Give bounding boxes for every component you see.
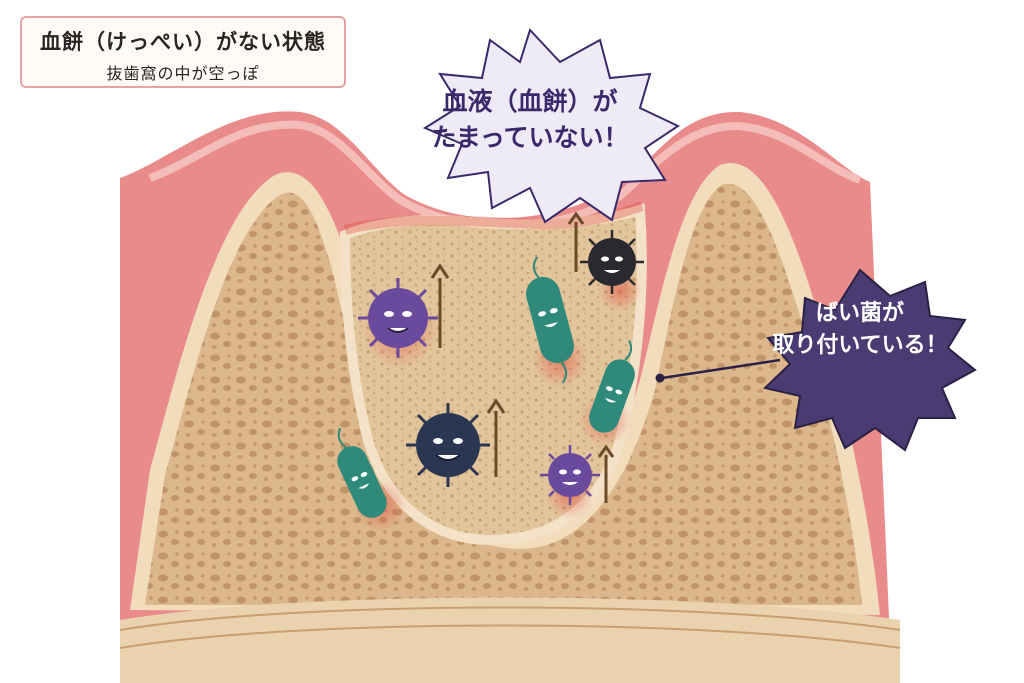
bacillus-2 [589, 339, 635, 433]
bone-base-line-2 [119, 624, 901, 649]
bacteria-callout-line2: 取り付いている！ [772, 332, 948, 358]
title-heading: 血餅（けっぺい）がない状態 [40, 30, 326, 54]
blood-callout-line1: 血液（血餅）が [442, 87, 618, 116]
bacillus-1 [526, 256, 574, 384]
bone-cancellous [145, 183, 862, 606]
virus-black [567, 211, 644, 294]
title-subheading: 抜歯窩の中が空っぽ [106, 64, 260, 83]
callout-pointer-line [661, 358, 781, 380]
callout-pointer-dot [655, 373, 665, 383]
virus-purple-large [358, 263, 450, 358]
blood-callout-text: 血液（血餅）が たまっていない！ [420, 84, 640, 157]
bone-base [120, 597, 900, 683]
blood-callout-line2: たまっていない！ [431, 123, 629, 153]
virus-navy [406, 398, 506, 487]
bone-base-line [119, 606, 901, 631]
title-box: 血餅（けっぺい）がない状態 抜歯窩の中が空っぽ [20, 16, 346, 88]
bacteria-callout-bubble [762, 268, 977, 452]
virus-purple-small [540, 444, 615, 505]
blood-callout-bubble [422, 28, 681, 224]
bacteria-callout-line1: ばい菌が [815, 301, 904, 326]
bacteria-callout-text: ばい菌が 取り付いている！ [760, 298, 960, 362]
bacillus-3 [337, 427, 387, 518]
